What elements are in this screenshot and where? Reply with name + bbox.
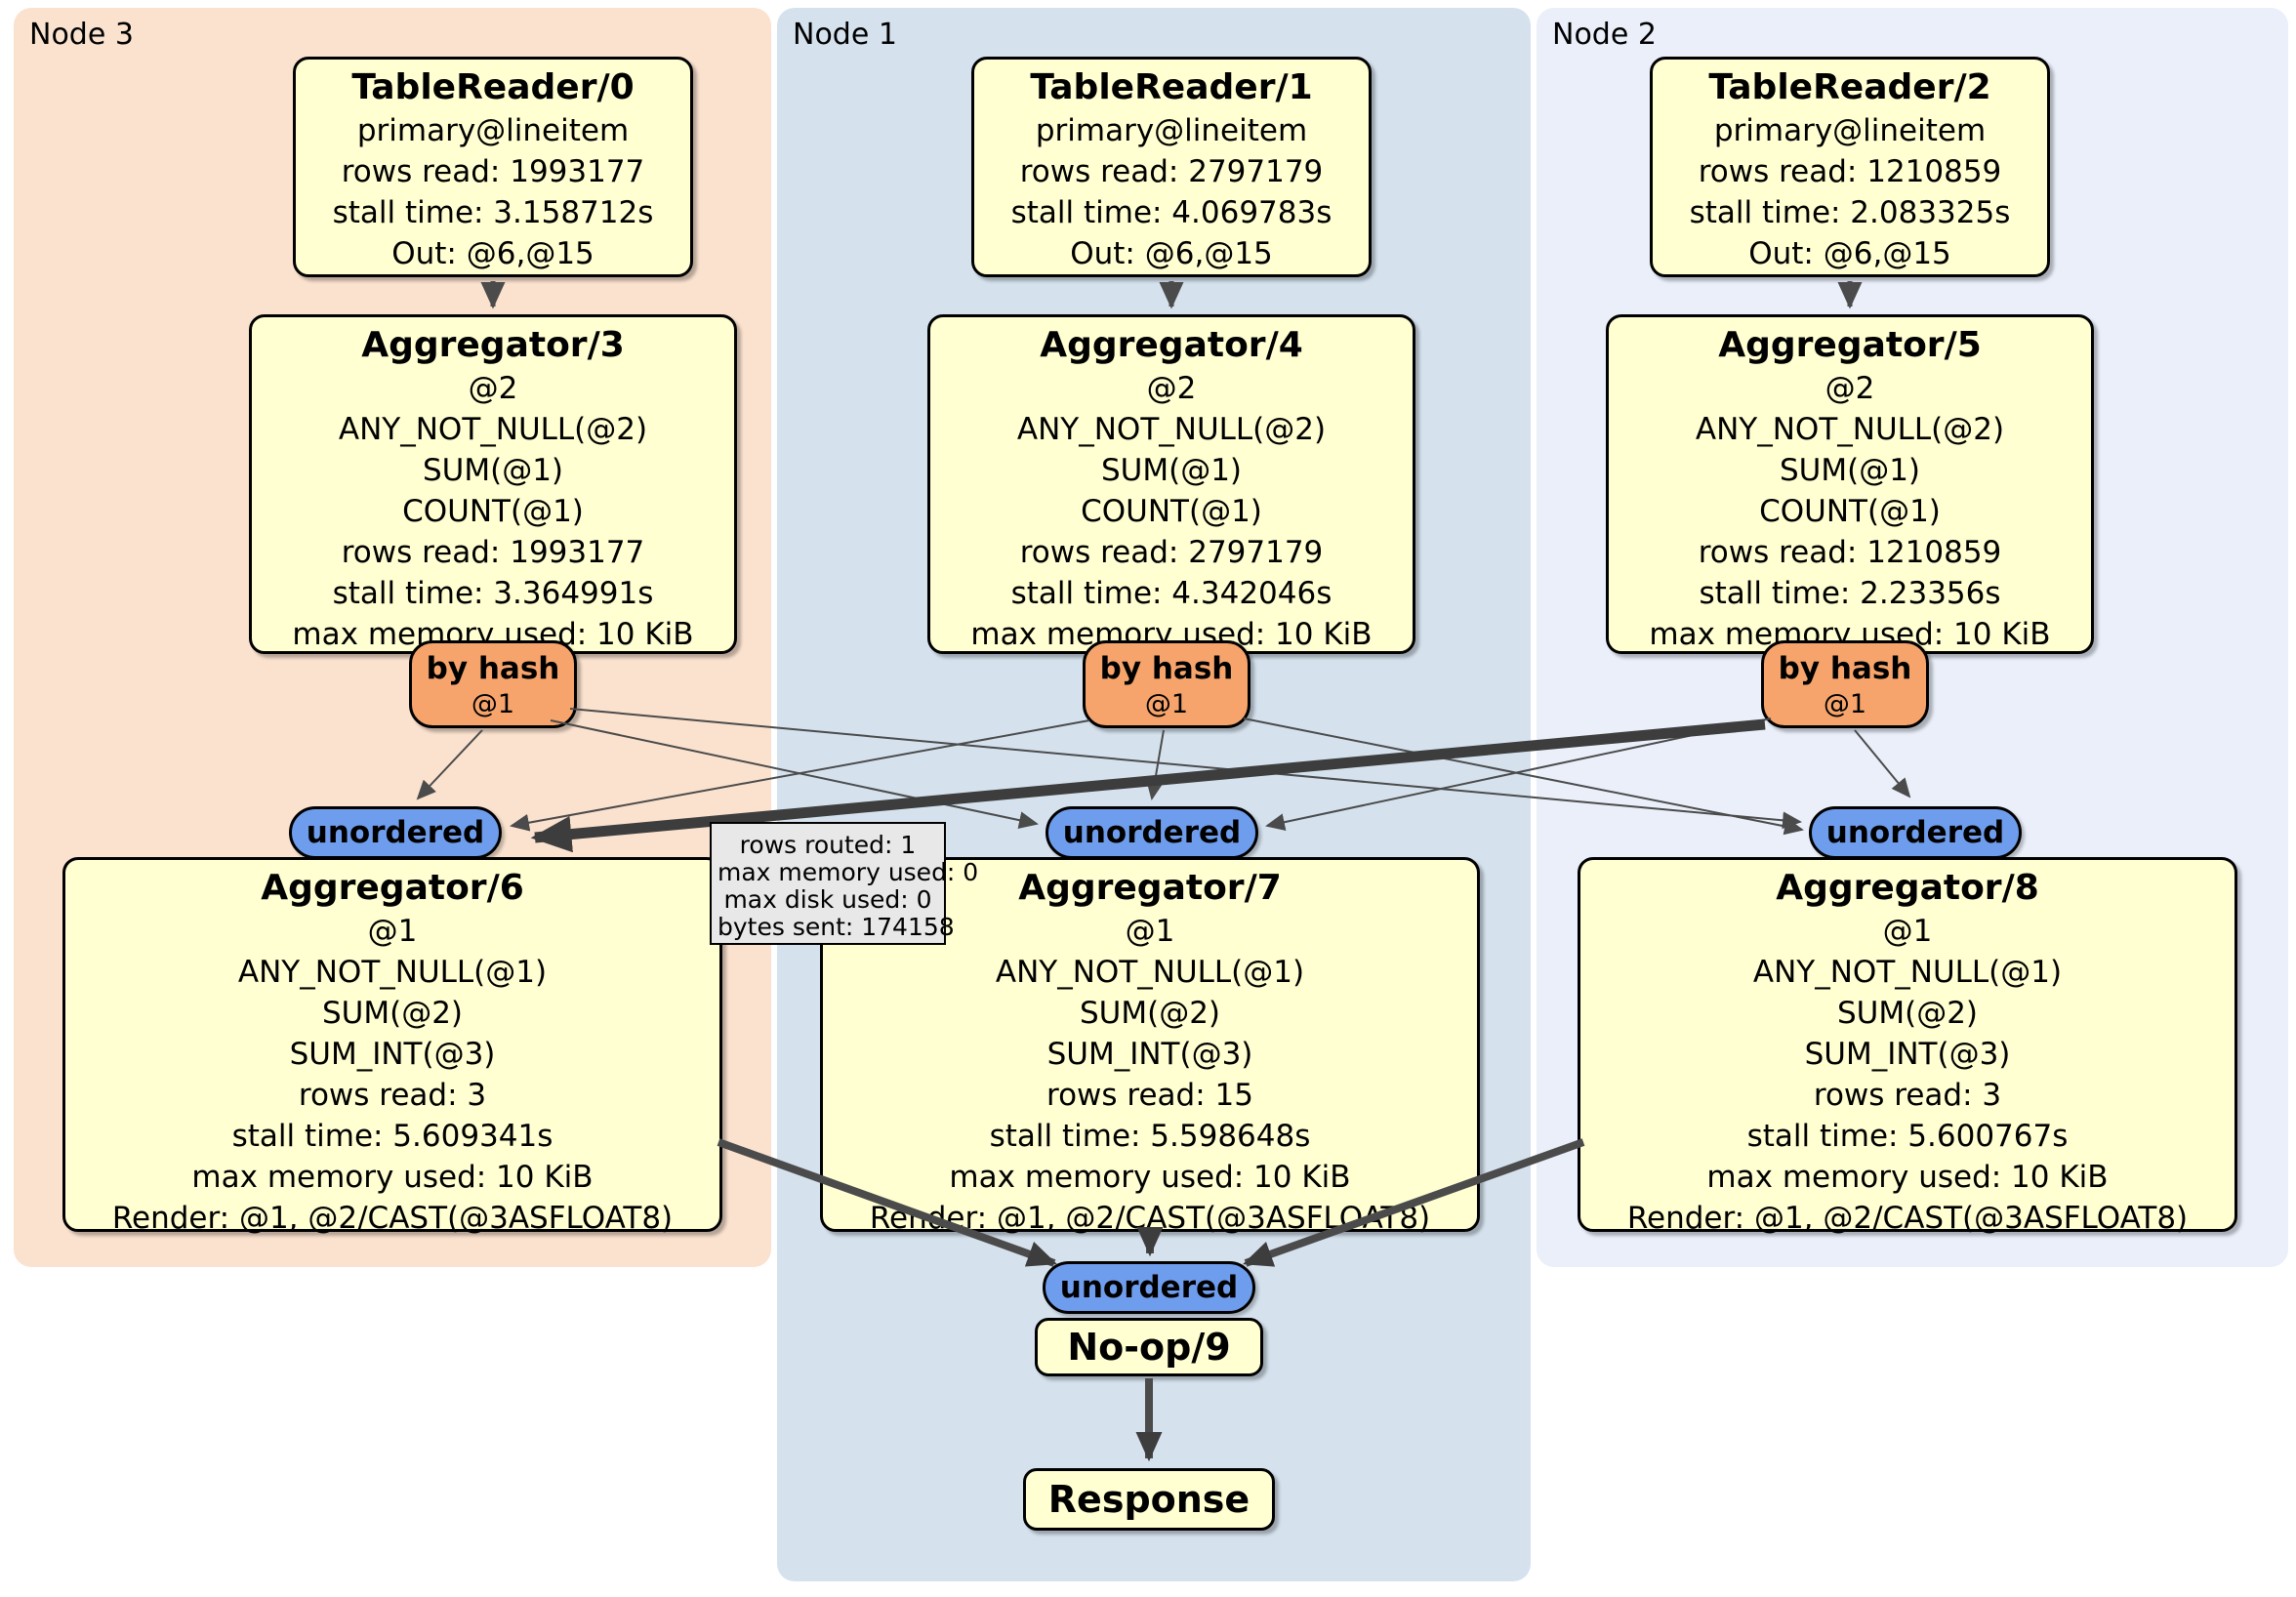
- processor-tablereader-2: TableReader/2 primary@lineitem rows read…: [1650, 57, 2050, 277]
- processor-title: Aggregator/6: [261, 868, 524, 908]
- processor-tablereader-0: TableReader/0 primary@lineitem rows read…: [293, 57, 693, 277]
- sync-unordered-middle: unordered: [1046, 806, 1258, 859]
- processor-aggregator-5: Aggregator/5 @2 ANY_NOT_NULL(@2) SUM(@1)…: [1606, 314, 2094, 654]
- edge-stats-tooltip: rows routed: 1 max memory used: 0 max di…: [710, 822, 978, 945]
- processor-title: TableReader/1: [1030, 67, 1313, 107]
- processor-aggregator-8: Aggregator/8 @1 ANY_NOT_NULL(@1) SUM(@2)…: [1578, 857, 2237, 1236]
- processor-aggregator-4: Aggregator/4 @2 ANY_NOT_NULL(@2) SUM(@1)…: [927, 314, 1415, 654]
- node2-label: Node 2: [1552, 18, 1657, 52]
- processor-noop-9: No-op/9: [1035, 1318, 1263, 1376]
- processor-title: Aggregator/5: [1718, 325, 1982, 365]
- router-by-hash-left: by hash @1: [409, 640, 577, 728]
- processor-title: TableReader/0: [351, 67, 635, 107]
- processor-title: Aggregator/3: [361, 325, 625, 365]
- processor-aggregator-3: Aggregator/3 @2 ANY_NOT_NULL(@2) SUM(@1)…: [249, 314, 737, 654]
- node3-label: Node 3: [29, 18, 134, 52]
- node1-label: Node 1: [793, 18, 897, 52]
- processor-aggregator-6: Aggregator/6 @1 ANY_NOT_NULL(@1) SUM(@2)…: [62, 857, 722, 1236]
- sync-unordered-final: unordered: [1043, 1261, 1255, 1314]
- processor-tablereader-1: TableReader/1 primary@lineitem rows read…: [971, 57, 1372, 277]
- processor-title: Aggregator/7: [1018, 868, 1282, 908]
- processor-response: Response: [1023, 1468, 1275, 1531]
- router-by-hash-right: by hash @1: [1761, 640, 1929, 728]
- processor-title: TableReader/2: [1708, 67, 1991, 107]
- sync-unordered-left: unordered: [289, 806, 502, 859]
- processor-title: Aggregator/8: [1776, 868, 2039, 908]
- router-by-hash-middle: by hash @1: [1083, 640, 1250, 728]
- sync-unordered-right: unordered: [1809, 806, 2022, 859]
- processor-title: Aggregator/4: [1040, 325, 1303, 365]
